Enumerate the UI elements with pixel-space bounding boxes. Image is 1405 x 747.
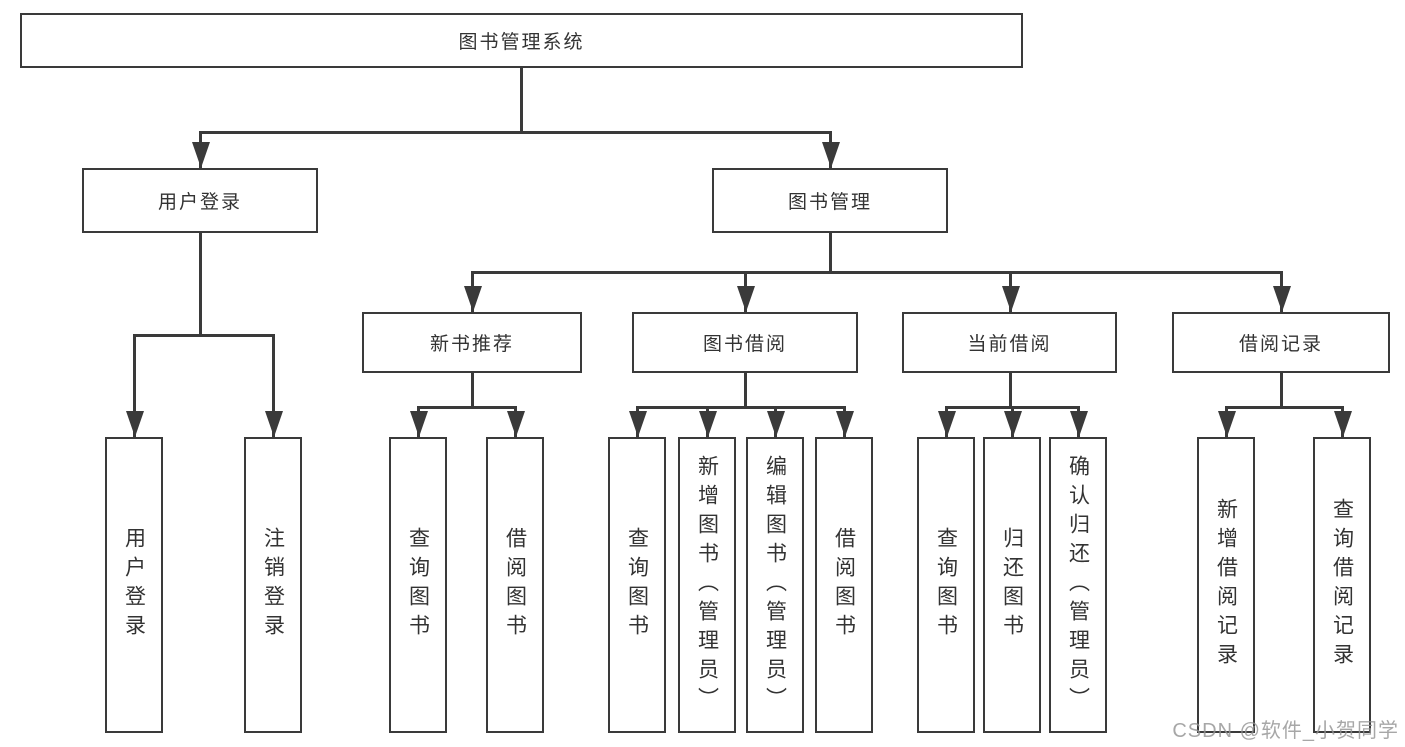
connector-line bbox=[417, 406, 517, 409]
arrow-down-icon bbox=[1069, 407, 1088, 437]
watermark: CSDN @软件_小贺同学 bbox=[1172, 720, 1399, 742]
node-root-library-system: 图书管理系统 bbox=[20, 13, 1023, 68]
node-leaf-query-borrow-record: 查询借阅记录 bbox=[1313, 437, 1371, 733]
node-borrow-records: 借阅记录 bbox=[1172, 312, 1390, 373]
connector-line bbox=[1280, 373, 1283, 409]
arrow-down-icon bbox=[766, 407, 785, 437]
arrow-down-icon bbox=[125, 335, 144, 437]
node-leaf-borrow-books-borrowing: 借阅图书 bbox=[815, 437, 873, 733]
connector-line bbox=[133, 334, 275, 337]
node-leaf-confirm-return-admin: 确认归还（管理员） bbox=[1049, 437, 1107, 733]
arrow-down-icon bbox=[821, 132, 840, 168]
node-leaf-borrow-books-recommend: 借阅图书 bbox=[486, 437, 544, 733]
node-leaf-query-books-borrowing: 查询图书 bbox=[608, 437, 666, 733]
node-leaf-logout: 注销登录 bbox=[244, 437, 302, 733]
connector-line bbox=[471, 373, 474, 409]
arrow-down-icon bbox=[736, 272, 755, 312]
node-book-borrowing: 图书借阅 bbox=[632, 312, 858, 373]
node-leaf-add-borrow-record: 新增借阅记录 bbox=[1197, 437, 1255, 733]
node-book-management: 图书管理 bbox=[712, 168, 948, 233]
arrow-down-icon bbox=[191, 132, 210, 168]
connector-line bbox=[829, 233, 832, 274]
arrow-down-icon bbox=[698, 407, 717, 437]
node-user-login: 用户登录 bbox=[82, 168, 318, 233]
arrow-down-icon bbox=[1333, 407, 1352, 437]
node-leaf-edit-book-admin: 编辑图书（管理员） bbox=[746, 437, 804, 733]
connector-line bbox=[636, 406, 846, 409]
connector-line bbox=[744, 373, 747, 409]
node-new-book-recommend: 新书推荐 bbox=[362, 312, 582, 373]
arrow-down-icon bbox=[628, 407, 647, 437]
arrow-down-icon bbox=[409, 407, 428, 437]
node-leaf-query-books-current: 查询图书 bbox=[917, 437, 975, 733]
node-leaf-user-login: 用户登录 bbox=[105, 437, 163, 733]
connector-line bbox=[199, 233, 202, 337]
arrow-down-icon bbox=[463, 272, 482, 312]
arrow-down-icon bbox=[1272, 272, 1291, 312]
arrow-down-icon bbox=[506, 407, 525, 437]
connector-line bbox=[1009, 373, 1012, 409]
node-leaf-query-books-recommend: 查询图书 bbox=[389, 437, 447, 733]
arrow-down-icon bbox=[835, 407, 854, 437]
arrow-down-icon bbox=[937, 407, 956, 437]
arrow-down-icon bbox=[264, 335, 283, 437]
node-leaf-return-book: 归还图书 bbox=[983, 437, 1041, 733]
connector-line bbox=[471, 271, 1283, 274]
arrow-down-icon bbox=[1217, 407, 1236, 437]
arrow-down-icon bbox=[1001, 272, 1020, 312]
connector-line bbox=[520, 68, 523, 132]
connector-line bbox=[199, 131, 832, 134]
connector-line bbox=[1225, 406, 1344, 409]
arrow-down-icon bbox=[1003, 407, 1022, 437]
node-leaf-add-book-admin: 新增图书（管理员） bbox=[678, 437, 736, 733]
node-current-borrowing: 当前借阅 bbox=[902, 312, 1117, 373]
